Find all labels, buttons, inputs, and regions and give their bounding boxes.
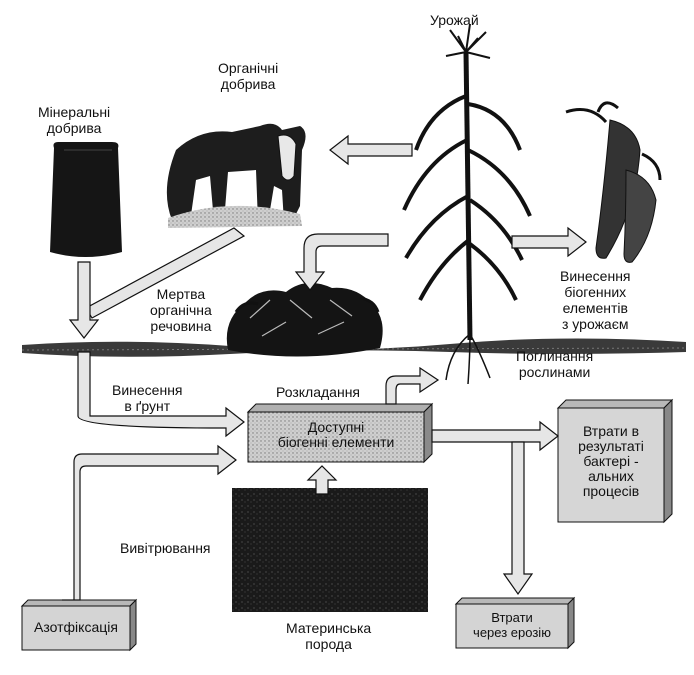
corn-ear-icon [565, 101, 662, 263]
erosion-losses-box [454, 596, 576, 650]
parent-rock-label: Материнська порода [286, 620, 372, 652]
arrow-nutrients-to-bacterial [431, 420, 559, 452]
parent-rock-block [232, 488, 428, 612]
arrow-soil-to-nutrients [77, 351, 245, 438]
leaf-pile-icon [226, 282, 383, 357]
removal-to-soil-label: Винесення в ґрунт [112, 382, 183, 414]
nitrogen-fixation-box [20, 598, 138, 652]
arrow-rock-to-nutrients [306, 465, 338, 495]
plant-uptake-label: Поглинання рослинами [516, 348, 594, 380]
arrow-nutrients-to-plants [385, 366, 440, 405]
nitrogen-fixation-text: Азотфіксація [34, 619, 118, 635]
available-nutrients-box [246, 402, 434, 464]
arrow-crop-to-cattle [329, 134, 413, 166]
erosion-losses-text: Втрати через ерозію [473, 610, 551, 640]
corn-plant-icon [402, 23, 532, 385]
arrow-fixation-to-nutrients [62, 444, 237, 601]
arrow-crop-to-litter [294, 233, 389, 291]
bacterial-losses-text: Втрати в результаті бактері - альних про… [578, 423, 644, 499]
mineral-fertilizers-label: Мінеральні добрива [38, 104, 111, 136]
bacterial-losses-box [556, 398, 674, 524]
organic-fertilizers-label: Органічні добрива [218, 60, 279, 92]
decomposition-label: Розкладання [276, 384, 361, 400]
arrow-manure-to-soil [85, 227, 246, 319]
harvest-removal-label: Винесення біогенних елементів з урожаєм [560, 268, 631, 332]
arrow-nutrients-to-erosion [502, 441, 534, 596]
soil-surface [22, 338, 686, 357]
leaching-label: Вивітрювання [120, 540, 211, 556]
arrow-crop-to-harvest-removal [511, 226, 587, 258]
arrow-mineral-down [68, 261, 100, 339]
dead-organic-matter-label: Мертва органічна речовина [150, 286, 212, 334]
cattle-icon [166, 123, 306, 228]
available-nutrients-text: Доступні біогенні елементи [277, 419, 395, 450]
flow-arrows [62, 134, 587, 601]
harvest-label: Урожай [430, 12, 479, 28]
fertilizer-bag-icon [50, 142, 122, 257]
